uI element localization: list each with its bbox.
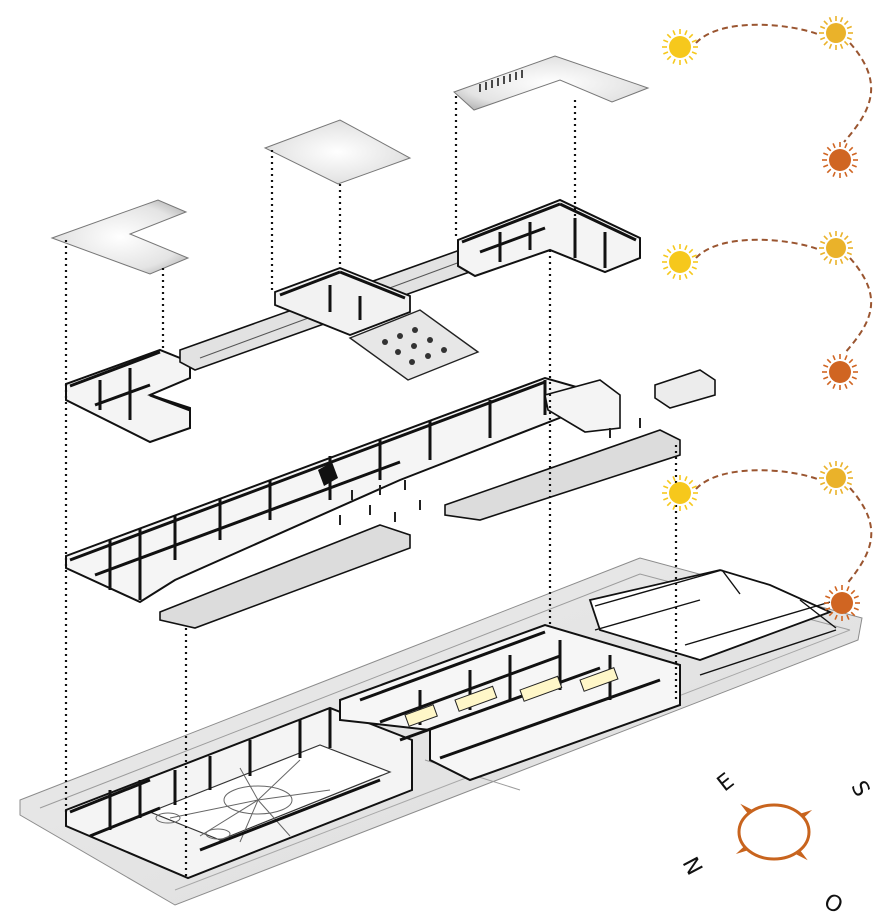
- terrace-tables: [382, 327, 447, 365]
- middle-terrace-lower: [159, 524, 411, 629]
- sunrise-icon: [662, 29, 698, 65]
- upper-right-walls: [461, 202, 637, 268]
- sunset-icon: [822, 354, 858, 390]
- ground-walls-right: [359, 630, 661, 760]
- roof-equipment: [479, 70, 523, 92]
- middle-floor-stair: [318, 462, 338, 486]
- sun-paths: [662, 16, 873, 621]
- compass-west: O: [820, 889, 847, 913]
- middle-side-wing: [544, 379, 621, 433]
- ground-glazing: [404, 667, 619, 727]
- compass-ring: [737, 803, 811, 861]
- sun-path-arc: [695, 23, 873, 143]
- roof-level: [50, 55, 650, 275]
- sun-path-top: [662, 16, 873, 178]
- ground-walls-left: [69, 708, 381, 852]
- upper-left-walls: [69, 350, 191, 420]
- noon-sun-icon: [819, 461, 853, 495]
- roof-left: [50, 199, 190, 275]
- middle-columns: [339, 418, 641, 525]
- roof-central: [263, 119, 412, 185]
- sunrise-icon: [662, 244, 698, 280]
- sun-path-middle: [662, 231, 873, 390]
- upper-central-walls: [279, 270, 406, 320]
- sunrise-icon: [662, 475, 698, 511]
- sun-path-arc: [695, 238, 873, 355]
- annex-fences: [594, 569, 837, 676]
- compass-rose: E S N O: [679, 769, 874, 913]
- sunset-icon: [822, 142, 858, 178]
- ground-courtyard: [148, 744, 392, 841]
- middle-terrace-upper: [444, 429, 681, 521]
- ground-floor-site: [19, 557, 863, 906]
- middle-floor-walls: [69, 380, 547, 600]
- compass-north: N: [679, 852, 709, 878]
- roof-right: [453, 55, 650, 111]
- courtyard-radial-paths: [155, 759, 331, 843]
- noon-sun-icon: [819, 16, 853, 50]
- upper-floor: [65, 198, 641, 444]
- noon-sun-icon: [819, 231, 853, 265]
- sun-path-bottom: [662, 461, 873, 621]
- sunset-icon: [824, 585, 860, 621]
- ground-block-right: [339, 623, 681, 782]
- compass-east: E: [713, 769, 739, 797]
- middle-floor: [65, 369, 716, 629]
- sun-path-arc: [695, 469, 873, 586]
- compass-south: S: [845, 777, 874, 801]
- upper-right-block: [457, 198, 641, 278]
- middle-pavilion: [654, 369, 716, 409]
